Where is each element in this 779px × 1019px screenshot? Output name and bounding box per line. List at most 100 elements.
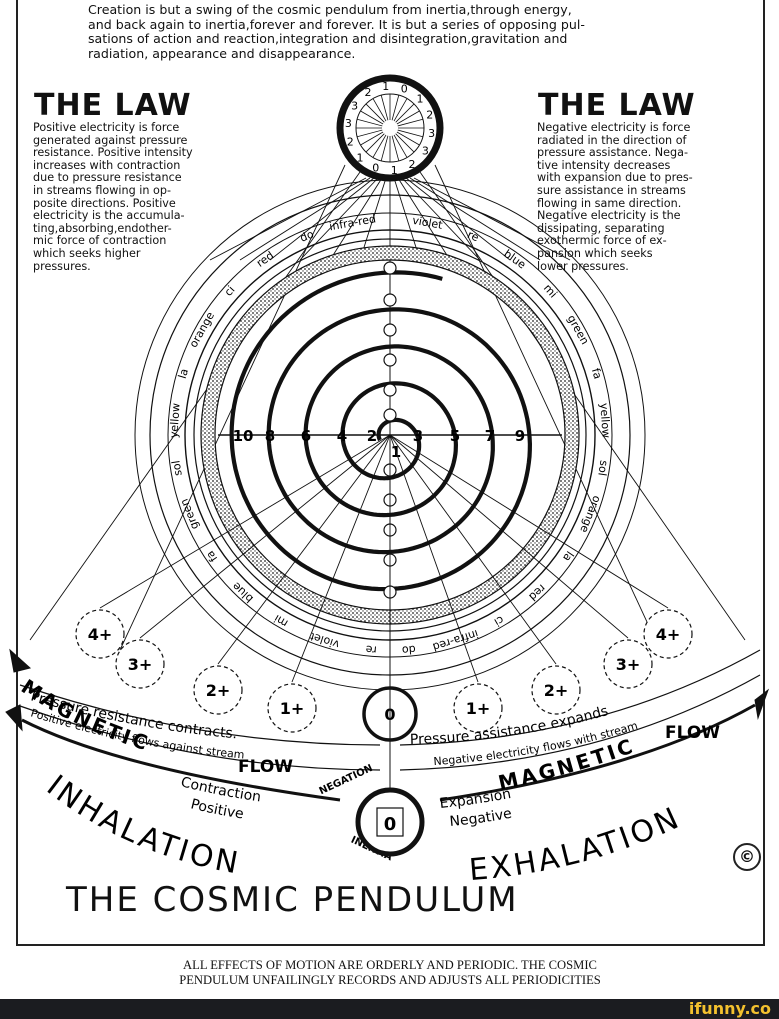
spectrum-label: fa <box>589 367 604 381</box>
spectrum-label: violet <box>411 214 444 232</box>
pendulum-bob <box>267 683 317 733</box>
ray-lines <box>29 164 746 651</box>
law-line: which seeks higher <box>33 246 141 260</box>
spiral-number: 5 <box>450 427 460 445</box>
spectrum-label: re <box>466 228 481 244</box>
footer-line: ALL EFFECTS OF MOTION ARE ORDERLY AND PE… <box>183 958 597 972</box>
spiral-number: 3 <box>413 427 423 445</box>
axis-node <box>383 353 397 367</box>
pendulum-strings <box>99 434 669 688</box>
spectrum-label: orange <box>187 309 217 349</box>
pendulum-bob <box>603 639 653 689</box>
wheel-number: 0 <box>372 161 379 174</box>
bottom-bob-label: 0 <box>384 814 397 835</box>
law-line: flowing in same direction. <box>537 196 682 210</box>
wheel-number: 1 <box>382 80 389 93</box>
spectrum-label: fa <box>203 548 220 564</box>
axis-node <box>383 293 397 307</box>
law-line: dissipating, separating <box>537 221 665 235</box>
law-line: increases with contraction <box>33 158 181 172</box>
intro-line: radiation, appearance and disappearance. <box>88 45 356 61</box>
pendulum-bob <box>193 665 243 715</box>
axis-node <box>383 261 397 275</box>
law-line: in streams flowing in op- <box>33 183 171 197</box>
spectrum-label: la <box>176 367 191 380</box>
spectrum-label: infra-red <box>431 627 480 654</box>
spectrum-label: sol <box>595 459 610 476</box>
pendulum-bob <box>531 665 581 715</box>
law-line: posite directions. Positive <box>33 196 176 210</box>
bob-label: 3+ <box>128 655 153 674</box>
copyright-mark: © <box>733 843 761 871</box>
bob-label: 2+ <box>206 681 231 700</box>
spectrum-label: re <box>365 643 377 657</box>
wheel-number: 2 <box>347 135 354 148</box>
law-line: Positive electricity is force <box>33 121 180 134</box>
law-title-right: THE LAW <box>538 88 696 123</box>
law-line: lower pressures. <box>537 259 629 273</box>
law-text-right: Negative electricity is force radiated i… <box>537 121 693 273</box>
law-line: resistance. Positive intensity <box>33 146 193 160</box>
pendulum-bob <box>75 609 125 659</box>
spectrum-label: ci <box>492 613 506 629</box>
intro-line: Creation is but a swing of the cosmic pe… <box>88 2 572 17</box>
law-line: with expansion due to pres- <box>537 171 693 185</box>
spectrum-label: sol <box>169 459 184 476</box>
spiral-number: 10 <box>233 427 254 445</box>
spiral-number: 6 <box>301 427 311 445</box>
law-title-left: THE LAW <box>34 88 192 123</box>
law-line: due to pressure resistance <box>33 171 182 185</box>
wheel-number: 1 <box>417 93 424 106</box>
axis-node <box>383 323 397 337</box>
watermark-bar: ifunny.co <box>0 999 779 1019</box>
law-line: generated against pressure <box>33 133 188 147</box>
wheel-number: 3 <box>351 99 358 112</box>
wheel-number: 3 <box>345 117 352 130</box>
bob-label: 4+ <box>656 625 681 644</box>
spectrum-label: la <box>560 549 576 564</box>
wheel-number: 2 <box>408 158 415 171</box>
spectrum-label: green <box>178 497 202 531</box>
pendulum-bob <box>643 609 693 659</box>
wheel-number: 3 <box>428 127 435 140</box>
spectrum-label: orange <box>577 494 603 535</box>
spiral-number: 2 <box>367 427 377 445</box>
brand-watermark: ifunny.co <box>688 999 771 1018</box>
law-line: electricity is the accumula- <box>33 209 185 223</box>
spiral-number: 4 <box>337 427 347 445</box>
spectrum-label: yellow <box>597 403 612 439</box>
spectrum-label: do <box>298 227 316 244</box>
law-line: mic force of contraction <box>33 234 167 248</box>
footer-line: PENDULUM UNFAILINGLY RECORDS AND ADJUSTS… <box>179 973 601 987</box>
axis-node <box>383 408 397 422</box>
spectrum-label: green <box>565 313 592 347</box>
wheel-number: 0 <box>401 83 408 96</box>
law-text-left: Positive electricity is force generated … <box>33 121 193 273</box>
law-line: pressures. <box>33 259 91 273</box>
law-line: radiated in the direction of <box>537 133 687 147</box>
spectrum-label: mi <box>541 282 560 301</box>
wheel-number: 3 <box>422 145 429 158</box>
law-line: Negative electricity is force <box>537 121 691 134</box>
bob-label: 1+ <box>466 699 491 718</box>
intro-line: and back again to inertia,forever and fo… <box>88 16 585 32</box>
spectrum-label: mi <box>272 612 290 630</box>
intro-line: sations of action and reaction,integrati… <box>88 31 568 47</box>
wheel-number: 2 <box>426 109 433 122</box>
bob-label: 4+ <box>88 625 113 644</box>
footer-caption: ALL EFFECTS OF MOTION ARE ORDERLY AND PE… <box>20 958 760 988</box>
wheel-number: 2 <box>365 86 372 99</box>
spectrum-label: yellow <box>167 403 182 439</box>
spiral-number: 7 <box>485 427 495 445</box>
flow-arcs <box>5 648 770 802</box>
bob-label: 2+ <box>544 681 569 700</box>
law-line: ting,absorbing,endother- <box>33 221 172 235</box>
spiral-number: 8 <box>265 427 275 445</box>
law-line: pressure assistance. Nega- <box>537 146 689 160</box>
spectrum-label: ci <box>222 283 238 298</box>
page-frame <box>16 0 765 946</box>
law-line: Negative electricity is the <box>537 209 681 223</box>
diagram-title: THE COSMIC PENDULUM <box>66 880 519 920</box>
